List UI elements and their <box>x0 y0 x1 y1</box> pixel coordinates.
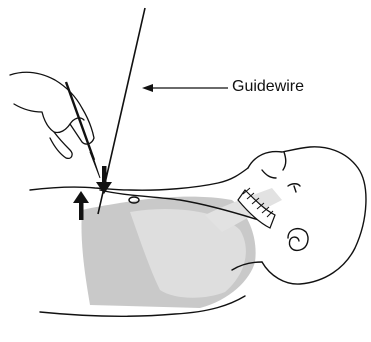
eye <box>288 184 300 192</box>
ear <box>288 229 308 251</box>
nose <box>283 152 286 170</box>
hand <box>10 72 94 144</box>
guidewire-label: Guidewire <box>232 78 304 96</box>
shoulder-outline <box>30 168 248 190</box>
hand-finger <box>50 132 72 158</box>
callout-arrowhead <box>142 84 153 92</box>
scalpel-icon <box>66 82 100 178</box>
mouth <box>262 170 276 178</box>
